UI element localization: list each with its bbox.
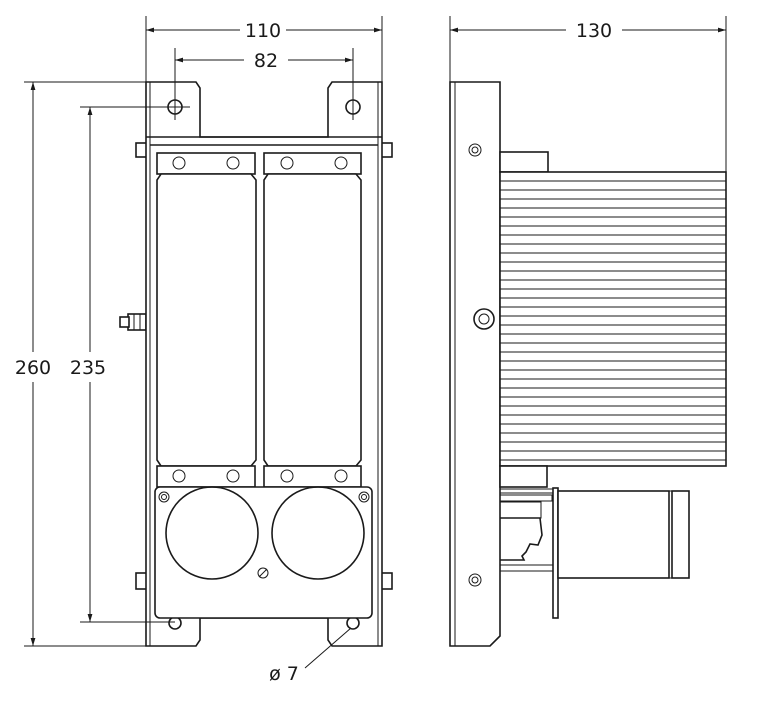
module-left (156, 152, 257, 488)
dim-height-260: 260 (15, 357, 51, 379)
dim-hole-height-235: 235 (70, 357, 106, 379)
dim-hole-diameter: ø 7 (269, 663, 299, 685)
connector-plug (499, 487, 690, 619)
socket-right (271, 486, 365, 580)
side-view (449, 81, 727, 647)
dimensions: 110 82 130 260 235 ø 7 (15, 16, 727, 685)
socket-left (165, 486, 259, 580)
dim-depth-130: 130 (576, 20, 612, 42)
heatsink (499, 171, 727, 467)
dim-width-110: 110 (245, 20, 281, 42)
connector-box (154, 486, 373, 619)
front-view (119, 81, 393, 647)
module-right (263, 152, 362, 488)
dim-hole-spacing-82: 82 (254, 50, 278, 72)
cable-gland (119, 313, 147, 331)
